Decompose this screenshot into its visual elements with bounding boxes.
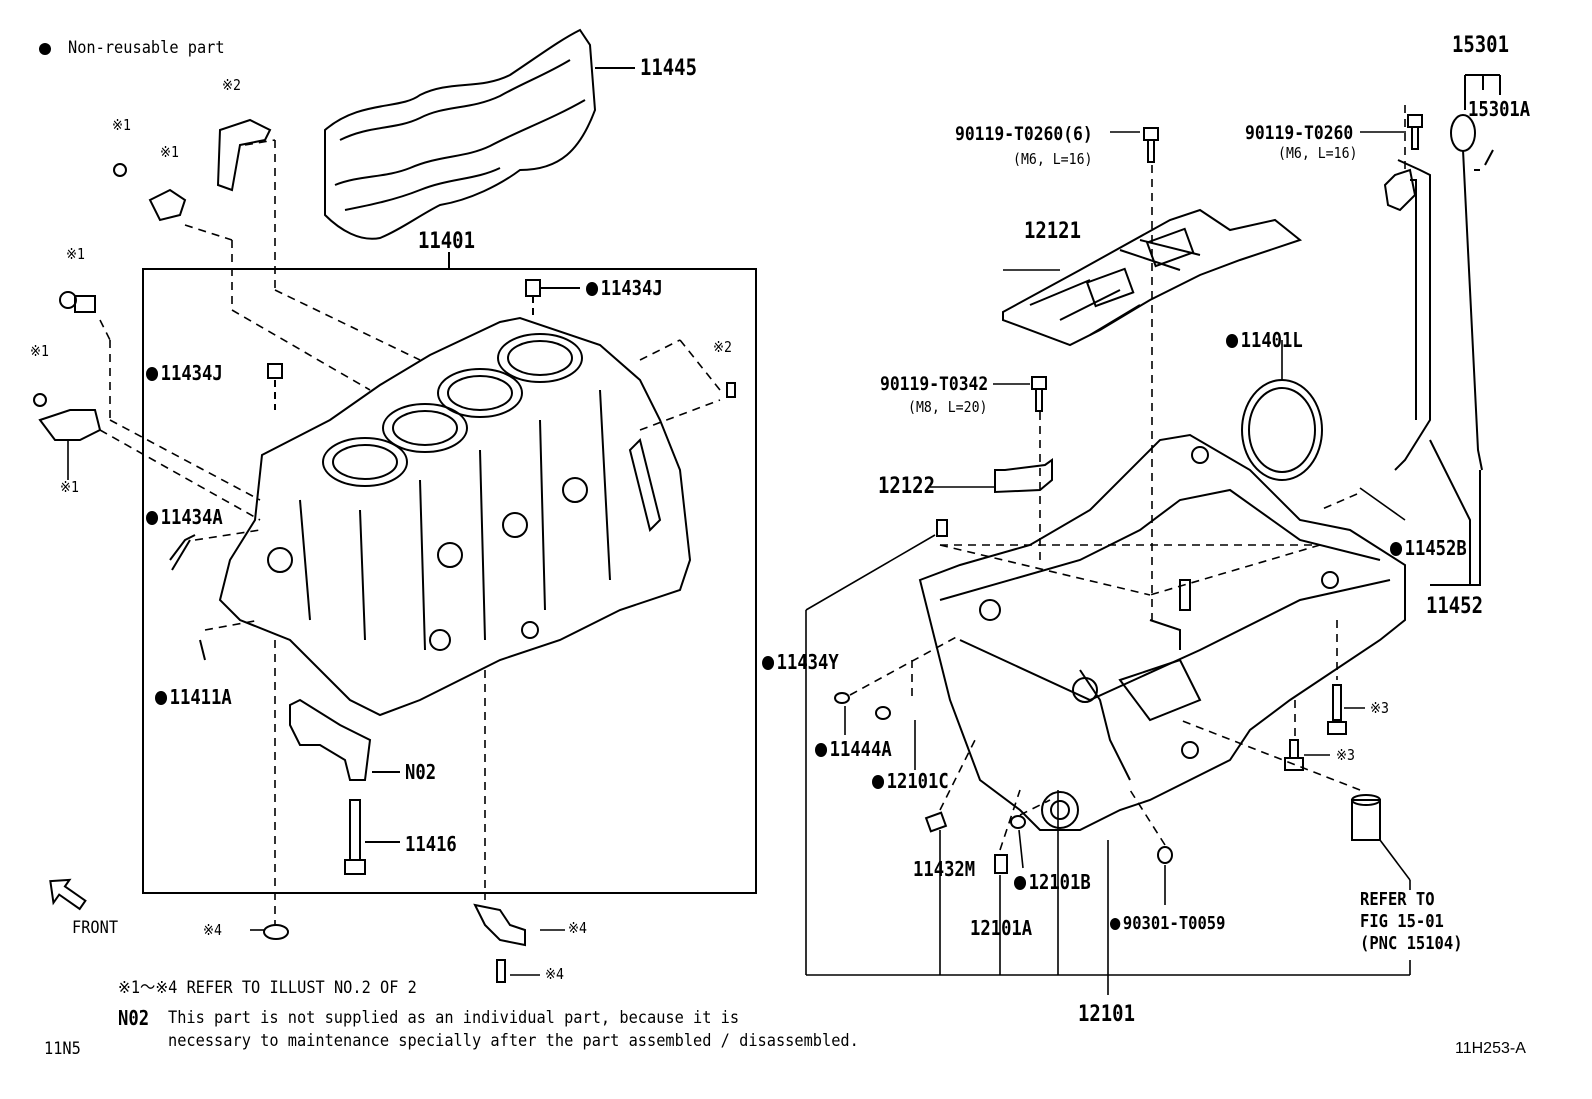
callout-11444A: 11444A xyxy=(815,739,892,759)
ref-mark-2b: ※2 xyxy=(713,338,733,356)
note-refer-illust: ※1～※4 REFER TO ILLUST NO.2 OF 2 xyxy=(118,978,417,998)
callout-12101: 12101 xyxy=(1078,1002,1135,1027)
ref-mark-1c: ※1 xyxy=(66,245,86,263)
callout-11432M: 11432M xyxy=(913,857,976,881)
callout-bolt-90119-T0260: 90119-T0260 xyxy=(1245,122,1354,144)
leader-lines-right xyxy=(805,131,1411,995)
nonreusable-dot-icon xyxy=(586,282,599,296)
callout-11434J-left: 11434J xyxy=(146,363,223,383)
nonreusable-dot-icon xyxy=(1390,542,1403,556)
callout-bolt-90119-T0260-spec: (M6, L=16) xyxy=(1278,144,1358,162)
ref-mark-4b: ※4 xyxy=(568,919,588,937)
note-n02-line1: This part is not supplied as an individu… xyxy=(168,1008,740,1028)
callout-12121: 12121 xyxy=(1024,219,1081,244)
note-n02-code: N02 xyxy=(118,1006,150,1030)
nonreusable-dot-icon xyxy=(872,775,885,789)
nonreusable-dot-icon xyxy=(815,743,828,757)
callout-15301A: 15301A xyxy=(1468,97,1531,121)
dashed-leaders-left xyxy=(99,139,721,925)
ref-mark-4a: ※4 xyxy=(203,921,223,939)
callout-N02: N02 xyxy=(405,760,437,784)
callout-11416: 11416 xyxy=(405,832,457,856)
callout-12101B: 12101B xyxy=(1014,872,1091,892)
callout-bolt-90119-T0342-spec: (M8, L=20) xyxy=(908,398,988,416)
callout-12101A: 12101A xyxy=(970,916,1033,940)
callout-bolt-90119-T0260-6: 90119-T0260(6) xyxy=(955,123,1093,145)
ref-mark-3a: ※3 xyxy=(1370,699,1390,717)
part-11445-shape xyxy=(324,28,635,240)
legend-dot xyxy=(39,43,51,55)
callout-bolt-90119-T0260-6-spec: (M6, L=16) xyxy=(1013,150,1093,168)
ref-mark-1a: ※1 xyxy=(112,116,132,134)
ref-mark-2a: ※2 xyxy=(222,76,242,94)
note-n02-line2: necessary to maintenance specially after… xyxy=(168,1031,859,1051)
page-code-right: 11H253-A xyxy=(1455,1040,1526,1057)
refer-fig-line2: FIG 15-01 xyxy=(1360,911,1444,932)
cylinder-block-shape xyxy=(218,316,692,717)
legend-text: Non-reusable part xyxy=(68,38,225,58)
bolts-right xyxy=(834,114,1423,874)
callout-11452B: 11452B xyxy=(1390,538,1467,558)
page-code-left: 11N5 xyxy=(44,1039,81,1059)
front-label: FRONT xyxy=(72,918,119,938)
callout-11445: 11445 xyxy=(640,56,697,81)
ref-mark-1b: ※1 xyxy=(160,143,180,161)
ref-mark-1d: ※1 xyxy=(30,342,50,360)
callout-11434J-top: 11434J xyxy=(586,278,663,298)
ref-mark-4c: ※4 xyxy=(545,965,565,983)
nonreusable-dot-icon xyxy=(1110,918,1121,930)
callout-bolt-90119-T0342: 90119-T0342 xyxy=(880,373,989,395)
nonreusable-dot-icon xyxy=(1014,876,1027,890)
callout-12122: 12122 xyxy=(878,474,935,499)
ref-mark-3b: ※3 xyxy=(1336,746,1356,764)
nonreusable-dot-icon xyxy=(146,511,159,525)
nonreusable-dot-icon xyxy=(762,656,775,670)
callout-11434Y: 11434Y xyxy=(762,652,839,672)
small-parts-left xyxy=(33,118,736,983)
callout-11452: 11452 xyxy=(1426,594,1483,619)
nonreusable-dot-icon xyxy=(155,691,168,705)
oil-pan-shape xyxy=(918,433,1406,831)
dipstick-shape xyxy=(1383,74,1501,586)
callout-90301-T0059: 90301-T0059 xyxy=(1110,915,1225,933)
callout-15301: 15301 xyxy=(1452,33,1509,58)
ref-mark-1e: ※1 xyxy=(60,478,80,496)
refer-fig-line3: (PNC 15104) xyxy=(1360,933,1463,954)
block-frame xyxy=(142,268,757,894)
nonreusable-dot-icon xyxy=(146,367,159,381)
callout-11411A: 11411A xyxy=(155,687,232,707)
dashed-leaders-right xyxy=(849,105,1406,851)
callout-12101C: 12101C xyxy=(872,771,949,791)
refer-fig-line1: REFER TO xyxy=(1360,889,1435,910)
callout-11401: 11401 xyxy=(418,229,475,254)
callout-11434A: 11434A xyxy=(146,507,223,527)
oil-seal-shape xyxy=(1241,379,1323,481)
callout-11401L: 11401L xyxy=(1226,330,1303,350)
nonreusable-dot-icon xyxy=(1226,334,1239,348)
